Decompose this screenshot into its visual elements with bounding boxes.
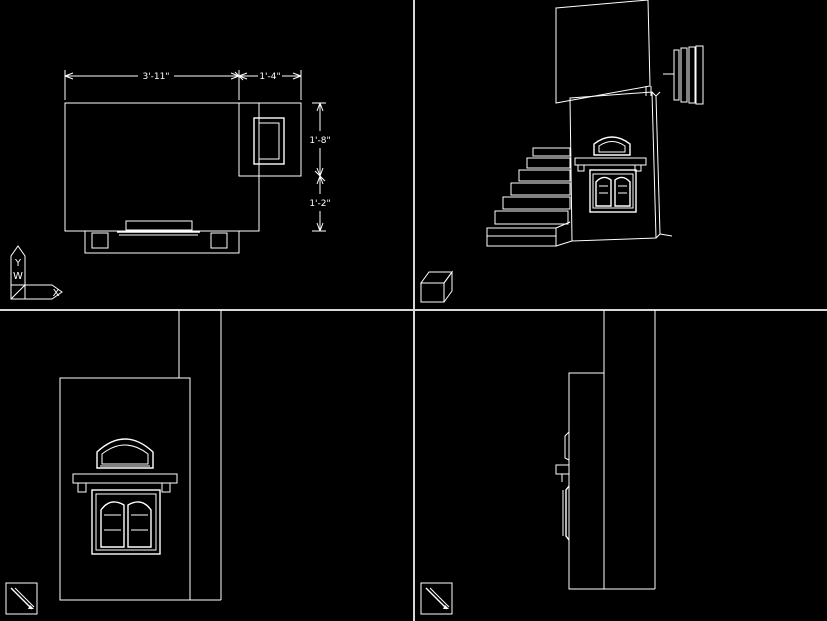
ucs-y-label: Y xyxy=(14,258,22,269)
viewport-bottom-right[interactable] xyxy=(420,310,656,615)
ucs-w-label: W xyxy=(13,271,23,282)
front-view-drawing xyxy=(59,310,222,601)
dim-width-main: 3'-11" xyxy=(142,72,169,82)
viewport-bottom-left[interactable] xyxy=(5,310,222,615)
ucs-x-label: X xyxy=(53,288,60,299)
dimension-vertical xyxy=(311,102,329,232)
isometric-view-drawing xyxy=(486,0,704,247)
dim-height-upper: 1'-8" xyxy=(309,136,330,146)
ucs-broken-pencil-icon-2[interactable] xyxy=(420,582,453,615)
ucs-axes-icon[interactable] xyxy=(10,245,63,300)
ucs-broken-pencil-icon[interactable] xyxy=(5,582,38,615)
side-view-drawing xyxy=(555,310,656,590)
plan-view-drawing xyxy=(64,102,302,254)
dim-height-lower: 1'-2" xyxy=(309,199,330,209)
viewport-top-left[interactable]: 3'-11" 1'-4" 1'-8" 1'-2" Y W X xyxy=(10,70,331,300)
viewport-top-right[interactable] xyxy=(420,0,704,303)
dimension-horizontal xyxy=(64,70,302,100)
dim-width-side: 1'-4" xyxy=(259,72,280,82)
view-cube-icon[interactable] xyxy=(420,270,453,303)
